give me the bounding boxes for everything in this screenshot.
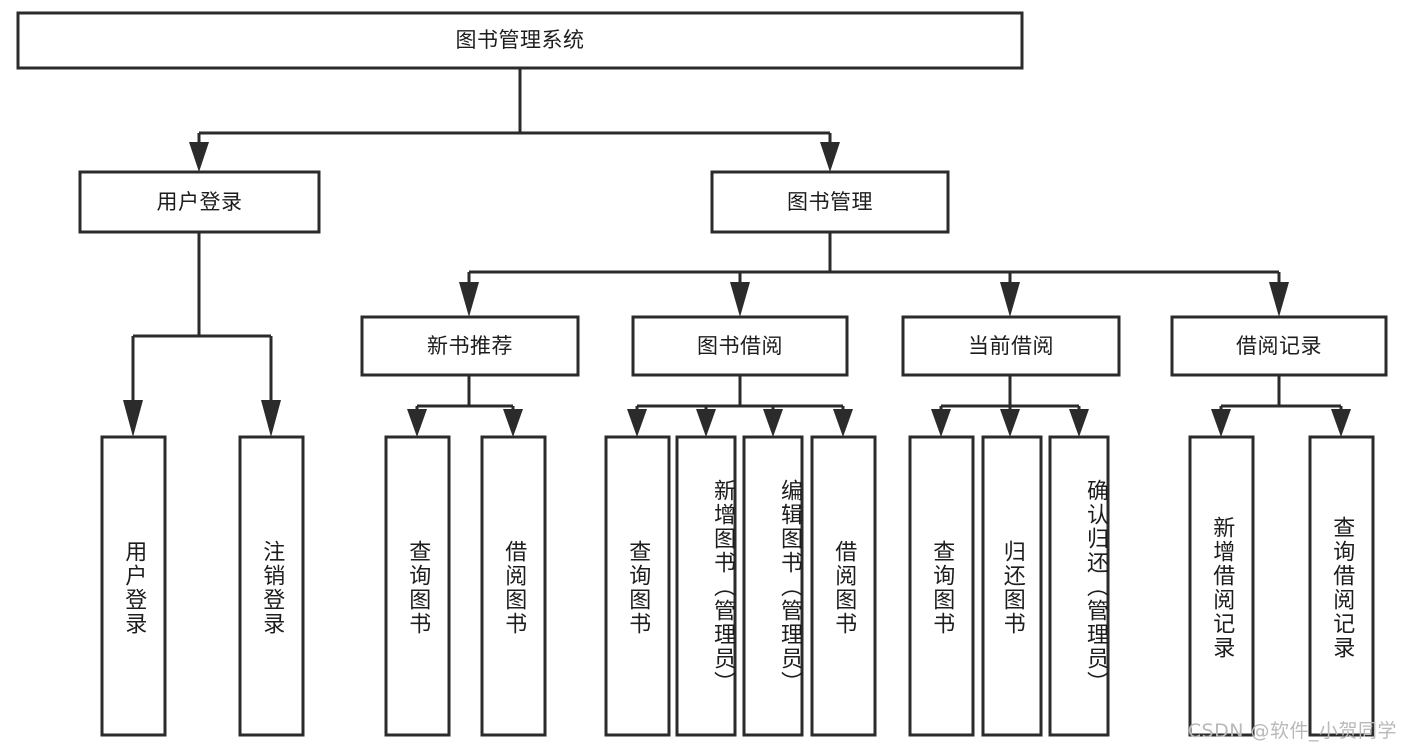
node-box-leaf-7[interactable] [810,435,877,737]
node-box-leaf-10[interactable] [1048,435,1110,737]
node-box-leaf-6[interactable] [742,435,804,737]
arrowhead-l3-1 [730,282,750,317]
node-box-leaf-1[interactable] [238,435,305,737]
node-box-leaf-12[interactable] [1308,435,1375,737]
arrowhead-l2-1 [820,142,840,172]
arrowhead-leaf-8 [931,409,951,437]
node-box-leaf-9[interactable] [981,435,1043,737]
edges-l2-1-to-l3 [459,232,1289,317]
node-box-l3-3[interactable] [1170,315,1388,377]
csdn-watermark: CSDN @软件_小贺同学 [1187,720,1397,742]
edges-borrowbook-to-leaves [627,375,853,437]
arrowhead-leaf-4 [627,409,647,437]
node-boxes [16,11,1388,737]
node-box-leaf-0[interactable] [100,435,167,737]
node-box-leaf-2[interactable] [384,435,451,737]
arrowhead-leaf-5 [696,409,716,437]
arrowhead-l3-2 [1000,282,1020,317]
node-box-l3-2[interactable] [901,315,1121,377]
arrowhead-l3-0 [459,282,479,317]
arrowhead-leaf-10 [1069,409,1089,437]
arrowhead-leaf-3 [503,409,523,437]
node-box-l2-1[interactable] [710,170,950,234]
arrowhead-leaf-9 [1000,409,1020,437]
node-box-l3-0[interactable] [360,315,580,377]
edges-root-to-l2 [189,68,840,172]
edges-newbook-to-leaves [407,375,523,437]
node-box-l2-0[interactable] [78,170,321,234]
arrowhead-l2-0 [189,142,209,172]
arrowhead-l3-3 [1269,282,1289,317]
arrowhead-leaf-0 [123,400,143,437]
node-box-leaf-5[interactable] [675,435,737,737]
arrowhead-leaf-7 [833,409,853,437]
arrowhead-leaf-2 [407,409,427,437]
node-box-leaf-4[interactable] [604,435,671,737]
arrowhead-leaf-12 [1331,409,1351,437]
arrowhead-leaf-1 [261,400,281,437]
edges-userlogin-to-leaves [123,232,281,437]
node-box-root[interactable] [16,11,1024,70]
node-box-leaf-8[interactable] [908,435,975,737]
arrowhead-leaf-11 [1211,409,1231,437]
node-box-leaf-3[interactable] [480,435,547,737]
arrowhead-leaf-6 [763,409,783,437]
node-box-leaf-11[interactable] [1188,435,1255,737]
node-box-l3-1[interactable] [631,315,849,377]
edges-record-to-leaves [1211,375,1351,437]
edges-current-to-leaves [931,375,1089,437]
